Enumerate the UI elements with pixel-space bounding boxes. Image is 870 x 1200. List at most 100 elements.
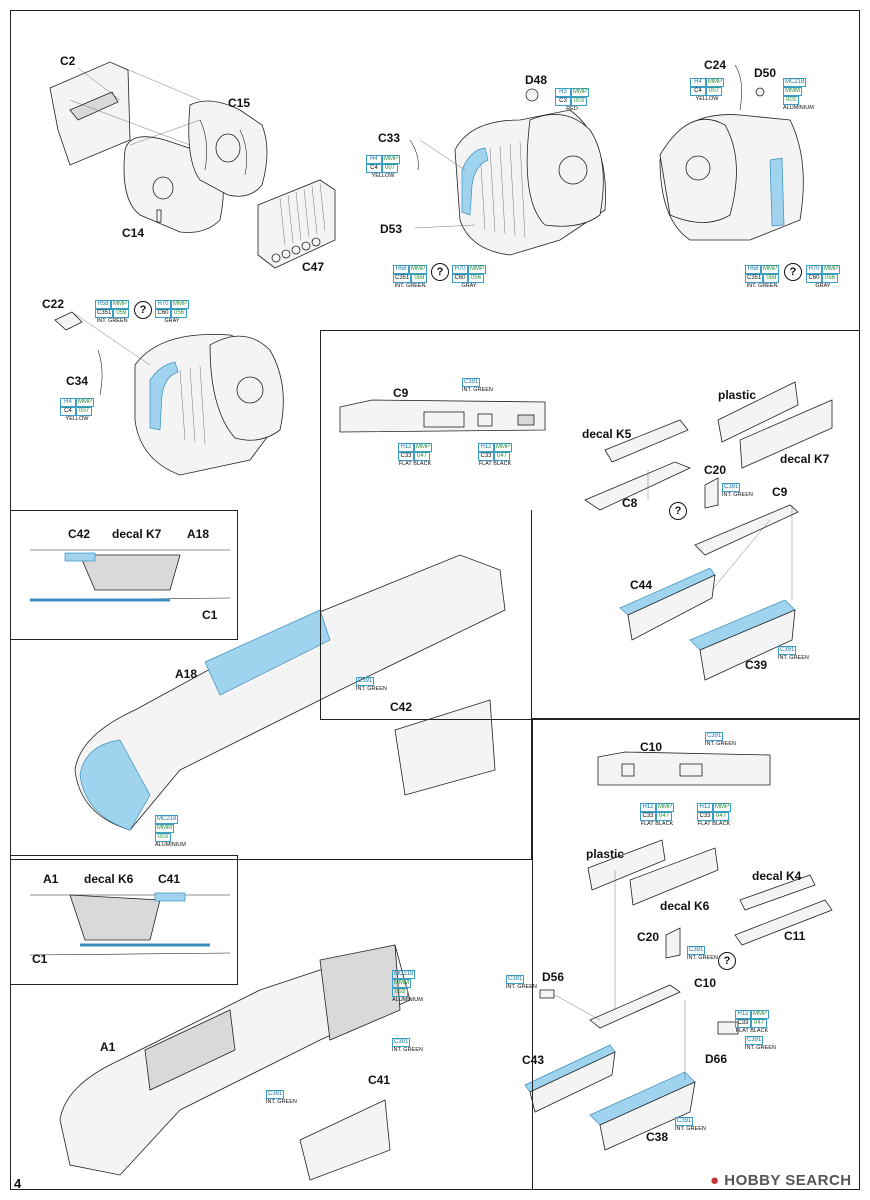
label-plastic2: plastic [586,847,625,861]
label-c10b: C10 [694,976,717,990]
label-plastic: plastic [718,388,757,402]
question-icon: ? [784,263,802,281]
label-c8: C8 [622,496,638,510]
plastic2-sheets [587,839,719,906]
inset-a18 [29,549,231,602]
label-decal-k5: decal K5 [582,427,632,441]
callout-c39-c391: C391 INT. GREEN [778,646,809,661]
label-c44: C44 [630,578,653,592]
part-c20b [665,927,681,959]
label-c22: C22 [42,297,65,311]
label-decal-k6b: decal K6 [84,872,134,886]
inset-frame-a18 [10,510,238,640]
label-d53: D53 [380,222,403,236]
label-c47: C47 [302,260,325,274]
callout-d50-aluminium: MC218 MMM 003 ALUMINIUM [783,78,814,111]
inset-frame-a1 [10,855,238,985]
fuselage-a18 [74,554,506,831]
assembly-center [409,109,606,256]
callout-d56-c391: C391 INT. GREEN [506,975,537,990]
part-d56 [539,989,555,999]
part-c38 [589,1071,696,1151]
label-c1b: C1 [32,952,48,966]
frame-c10-section [532,718,860,1190]
label-a1: A1 [43,872,59,886]
callout-c9-c391: C391 INT. GREEN [462,378,493,393]
question-icon: ? [718,952,736,970]
label-c14: C14 [122,226,145,240]
label-d66: D66 [705,1052,728,1066]
frame-fuselage-a18 [10,510,532,860]
plastic-sheets [717,381,833,469]
label-c1: C1 [202,608,218,622]
assembly-left-lower [54,311,284,476]
label-c20b: C20 [637,930,660,944]
page-number: 4 [14,1176,22,1191]
label-c39: C39 [745,658,768,672]
label-decal-k7b: decal K7 [112,527,162,541]
decal-k4-strip [734,874,833,946]
part-c39 [689,599,796,681]
label-c24: C24 [704,58,727,72]
callout-c20b-c391: C391 INT. GREEN [687,946,718,961]
question-icon: ? [669,502,687,520]
watermark-logo: ● HOBBY SEARCH [710,1172,852,1189]
part-c43 [524,1044,616,1113]
leader-lines [71,67,793,1080]
c10-plan [597,751,771,786]
label-c42b: C42 [390,700,413,714]
part-c44 [619,567,716,641]
callout-a18-aluminium: MC218 MMM 003 ALUMINIUM [155,815,186,848]
label-c2: C2 [60,54,76,68]
part-c10-3d [589,984,681,1029]
label-c43: C43 [522,1053,545,1067]
c9-plan [339,399,546,433]
assembly-right [659,64,804,241]
fuselage-a1 [59,944,411,1181]
label-c41: C41 [158,872,181,886]
label-a18: A18 [187,527,210,541]
callout-c41-c391: C391 INT. GREEN [392,1038,423,1053]
part-c15 [188,100,268,197]
part-c20 [704,477,719,509]
label-c9b: C9 [772,485,788,499]
callout-d66-c391: C391 INT. GREEN [745,1036,776,1051]
label-c9: C9 [393,386,409,400]
label-c34: C34 [66,374,89,388]
callout-c38-c391: C391 INT. GREEN [675,1117,706,1132]
label-c42: C42 [68,527,91,541]
callout-a18-c391: C391 INT. GREEN [356,677,387,692]
label-a18b: A18 [175,667,198,681]
label-c33: C33 [378,131,401,145]
watermark-logo-icon: ● [710,1172,720,1189]
frame-c9-section [320,330,860,720]
part-c9-3d [694,504,799,556]
label-c41b: C41 [368,1073,391,1087]
part-d66 [717,1021,739,1035]
label-d56: D56 [542,970,565,984]
label-decal-k4: decal K4 [752,869,802,883]
callout-a1-aluminium: MC218 MMM 003 ALUMINIUM [392,970,423,1003]
label-a1b: A1 [100,1040,116,1054]
question-icon: ? [431,263,449,281]
callout-c20-c391: C391 INT. GREEN [722,483,753,498]
part-c47 [257,179,336,269]
label-decal-k7: decal K7 [780,452,830,466]
label-decal-k6: decal K6 [660,899,710,913]
